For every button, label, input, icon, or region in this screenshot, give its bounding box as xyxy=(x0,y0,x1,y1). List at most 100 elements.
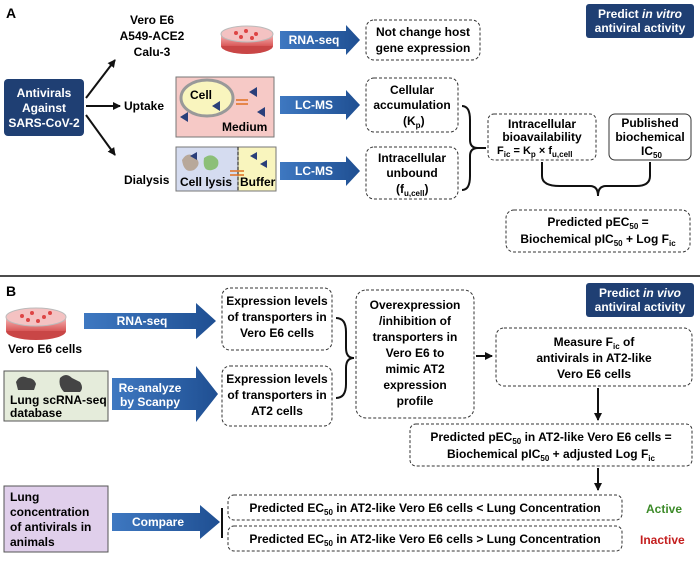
predict-in-vitro-badge: Predict in vitro antiviral activity xyxy=(586,4,694,38)
arrow-rnaseq-a: RNA-seq xyxy=(280,25,360,55)
svg-text:antiviral activity: antiviral activity xyxy=(595,21,686,35)
box-expression-at2: Expression levels of transporters in AT2… xyxy=(221,365,333,427)
panel-b-label: B xyxy=(6,283,16,299)
buffer-text: Buffer xyxy=(240,175,276,189)
antivirals-line3: SARS-CoV-2 xyxy=(8,116,80,130)
svg-text:Biochemical pIC50 + Log Fic: Biochemical pIC50 + Log Fic xyxy=(520,232,676,248)
svg-text:Published: Published xyxy=(621,116,678,130)
cell-line-calu3: Calu-3 xyxy=(134,45,171,59)
bracket-a2 xyxy=(541,162,651,197)
svg-text:AT2 cells: AT2 cells xyxy=(251,404,303,418)
svg-text:Predicted pEC50 =: Predicted pEC50 = xyxy=(547,215,648,231)
arrow-compare: Compare xyxy=(112,505,220,539)
medium-text: Medium xyxy=(222,120,267,134)
svg-text:biochemical: biochemical xyxy=(615,130,684,144)
arrow-to-dialysis xyxy=(85,114,116,156)
box-expression-vero: Expression levels of transporters in Ver… xyxy=(221,287,333,351)
cell-lysis-text: Cell lysis xyxy=(180,175,232,189)
svg-text:Predicted pEC50 in AT2-like Ve: Predicted pEC50 in AT2-like Vero E6 cell… xyxy=(430,430,671,446)
svg-text:Predicted EC50 in AT2-like Ver: Predicted EC50 in AT2-like Vero E6 cells… xyxy=(249,532,600,548)
svg-text:Lung: Lung xyxy=(10,490,39,504)
box-compare-inactive: Predicted EC50 in AT2-like Vero E6 cells… xyxy=(227,525,623,552)
svg-text:Not change host: Not change host xyxy=(376,25,470,39)
svg-text:Vero E6 to: Vero E6 to xyxy=(386,346,445,360)
vero-dish-icon xyxy=(5,307,67,340)
primate-icon xyxy=(59,375,82,392)
svg-text:(Kp): (Kp) xyxy=(403,114,425,130)
svg-text:of antivirals in: of antivirals in xyxy=(10,520,91,534)
svg-text:antivirals in AT2-like: antivirals in AT2-like xyxy=(536,351,652,365)
svg-text:of transporters in: of transporters in xyxy=(227,388,326,402)
svg-text:RNA-seq: RNA-seq xyxy=(117,314,168,328)
antivirals-box: Antivirals Against SARS-CoV-2 xyxy=(4,79,84,136)
svg-text:Cellular: Cellular xyxy=(390,83,434,97)
cell-line-a549: A549-ACE2 xyxy=(120,29,185,43)
lung-concentration-box: Lung concentration of antivirals in anim… xyxy=(3,485,109,553)
box-bioavailability: Intracellular bioavailability Fic = Kp ×… xyxy=(487,113,597,161)
svg-text:Lung scRNA-seq: Lung scRNA-seq xyxy=(10,393,107,407)
svg-text:bioavailability: bioavailability xyxy=(502,130,582,144)
uptake-assay-illustration: Cell Medium xyxy=(175,76,275,138)
arrow-rnaseq-b: RNA-seq xyxy=(84,303,216,339)
svg-text:Fic = Kp × fu,cell: Fic = Kp × fu,cell xyxy=(497,145,572,159)
uptake-label: Uptake xyxy=(124,99,164,113)
cell-line-vero: Vero E6 xyxy=(130,13,174,27)
svg-text:RNA-seq: RNA-seq xyxy=(289,33,340,47)
svg-text:by Scanpy: by Scanpy xyxy=(120,395,180,409)
svg-text:antiviral activity: antiviral activity xyxy=(595,300,686,314)
svg-text:/inhibition of: /inhibition of xyxy=(379,314,452,328)
box-compare-active: Predicted EC50 in AT2-like Vero E6 cells… xyxy=(227,494,623,521)
svg-text:transporters in: transporters in xyxy=(373,330,458,344)
dialysis-label: Dialysis xyxy=(124,173,170,187)
svg-text:gene expression: gene expression xyxy=(376,41,471,55)
box-intracellular-unbound: Intracellular unbound (fu,cell) xyxy=(365,146,459,200)
predict-in-vivo-badge: Predict in vivo antiviral activity xyxy=(586,283,694,317)
svg-text:Intracellular: Intracellular xyxy=(378,151,446,165)
arrow-reanalyze-scanpy: Re-analyze by Scanpy xyxy=(112,366,218,422)
antivirals-line2: Against xyxy=(22,101,66,115)
petri-dish-icon xyxy=(220,25,274,54)
svg-text:IC50: IC50 xyxy=(641,144,662,160)
box-predicted-at2: Predicted pEC50 in AT2-like Vero E6 cell… xyxy=(409,423,693,467)
svg-text:animals: animals xyxy=(10,535,55,549)
svg-text:database: database xyxy=(10,406,62,420)
svg-text:LC-MS: LC-MS xyxy=(295,98,333,112)
arrow-to-cell-lines xyxy=(85,59,116,99)
svg-text:Predicted EC50 in AT2-like Ver: Predicted EC50 in AT2-like Vero E6 cells… xyxy=(249,501,600,517)
svg-text:Predict in vitro: Predict in vitro xyxy=(598,7,682,21)
box-published-ic50: Published biochemical IC50 xyxy=(608,113,692,161)
svg-text:Measure Fic of: Measure Fic of xyxy=(554,335,636,351)
vero-cells-label: Vero E6 cells xyxy=(8,342,82,356)
box-cellular-accumulation: Cellular accumulation (Kp) xyxy=(365,77,459,133)
inactive-label: Inactive xyxy=(640,533,685,547)
cell-text: Cell xyxy=(190,88,212,102)
panel-a-label: A xyxy=(6,5,16,21)
active-label: Active xyxy=(646,502,682,516)
svg-text:Expression levels: Expression levels xyxy=(226,372,328,386)
svg-text:LC-MS: LC-MS xyxy=(295,164,333,178)
arrow-lcms-uptake: LC-MS xyxy=(280,90,360,120)
box-predicted-pec50: Predicted pEC50 = Biochemical pIC50 + Lo… xyxy=(505,209,691,253)
svg-text:unbound: unbound xyxy=(386,166,437,180)
box-measure-fic: Measure Fic of antivirals in AT2-like Ve… xyxy=(495,327,693,387)
bracket-b1 xyxy=(335,317,355,399)
mouse-icon xyxy=(16,376,36,390)
svg-text:Compare: Compare xyxy=(132,515,184,529)
antivirals-line1: Antivirals xyxy=(17,86,72,100)
svg-text:mimic AT2: mimic AT2 xyxy=(385,362,445,376)
svg-text:concentration: concentration xyxy=(10,505,89,519)
svg-text:Predict in vivo: Predict in vivo xyxy=(599,286,681,300)
box-overexpression: Overexpression /inhibition of transporte… xyxy=(355,289,475,419)
arrow-lcms-dialysis: LC-MS xyxy=(280,156,360,186)
svg-text:Re-analyze: Re-analyze xyxy=(119,381,182,395)
svg-text:Expression levels: Expression levels xyxy=(226,294,328,308)
bracket-a1 xyxy=(461,105,479,191)
dialysis-assay-illustration: Cell lysis Buffer xyxy=(175,146,277,192)
svg-text:Overexpression: Overexpression xyxy=(370,298,461,312)
box-no-change: Not change host gene expression xyxy=(365,19,481,61)
svg-text:Vero E6 cells: Vero E6 cells xyxy=(240,326,314,340)
svg-text:expression: expression xyxy=(383,378,446,392)
svg-text:profile: profile xyxy=(397,394,434,408)
svg-text:accumulation: accumulation xyxy=(373,98,450,112)
